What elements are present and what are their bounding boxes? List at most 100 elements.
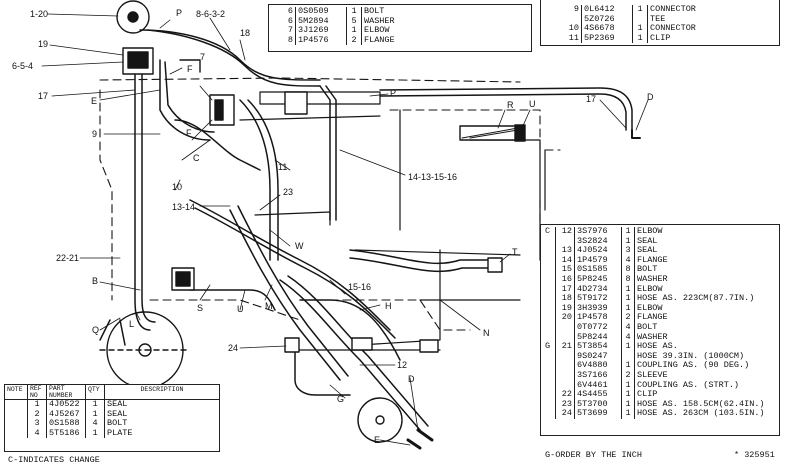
label-e-bottom: E [374, 435, 380, 445]
cell-part: 3H3939 [574, 303, 622, 314]
cell-ref: 2 [27, 409, 47, 420]
cell-ref: 22 [555, 389, 575, 400]
hose-assembly-r [459, 124, 526, 142]
cell-ref [555, 332, 575, 343]
label-14-13-15-16: 14-13-15-16 [408, 172, 457, 182]
cell-qty: 2 [621, 313, 635, 323]
cell-ref: 15 [555, 265, 575, 275]
parts-table-bottom-left: NOTE REF NO PART NUMBER QTY DESCRIPTION … [4, 384, 220, 452]
cell-ref: 1 [27, 399, 47, 410]
cell-desc: SLEEVE [637, 369, 668, 380]
cell-part: 3S7976 [574, 226, 622, 237]
elbow-bottom [351, 337, 373, 351]
cell-note [5, 399, 28, 410]
cell-part: 1P4579 [574, 255, 622, 266]
label-10: 10 [172, 182, 182, 192]
drawing-number: * 325951 [734, 450, 775, 460]
label-22-21: 22-21 [56, 253, 79, 263]
label-s: S [197, 303, 203, 313]
cell-qty: 1 [85, 428, 105, 439]
cell-note [543, 351, 556, 362]
label-u: U [529, 99, 536, 109]
label-t: T [512, 247, 518, 257]
cell-qty: 8 [621, 274, 635, 285]
label-24: 24 [228, 343, 238, 353]
cell-qty: 1 [346, 6, 362, 17]
cell-ref: 17 [555, 284, 575, 295]
cell-part: 6V4461 [574, 380, 622, 391]
cell-part: 0S1585 [574, 265, 622, 275]
label-17-right: 17 [586, 94, 596, 104]
cell-desc: BOLT [364, 6, 385, 16]
cell-note [543, 246, 556, 256]
cell-part: 0L6412 [581, 4, 633, 15]
cell-note: C [543, 226, 556, 237]
cell-ref [555, 236, 575, 247]
label-1-20: 1-20 [30, 9, 48, 19]
cell-desc: COUPLING AS. (90 DEG.) [637, 360, 750, 371]
label-13-14: 13-14 [172, 202, 195, 212]
cell-desc: SEAL [637, 245, 658, 256]
pump-circle-top [116, 0, 150, 34]
cell-desc: HOSE AS. 158.5CM(62.4IN.) [637, 398, 765, 409]
cell-ref: 9 [559, 4, 582, 15]
cell-qty: 4 [621, 255, 635, 266]
cell-ref: 11 [559, 33, 582, 44]
cell-ref: 4 [27, 428, 47, 439]
cell-qty: 1 [621, 226, 635, 237]
cell-part: 4J0522 [46, 399, 86, 410]
cell-ref: 21 [555, 342, 575, 352]
cell-part: 3S7166 [574, 370, 622, 381]
cell-part: 6V4880 [574, 361, 622, 371]
cell-qty: 1 [621, 303, 635, 314]
label-r: R [507, 100, 514, 110]
cell-ref [555, 351, 575, 362]
cell-ref: 13 [555, 246, 575, 256]
cell-note [543, 390, 556, 400]
cell-qty: 5 [346, 16, 362, 27]
leader-lines [41, 13, 649, 446]
cell-ref: 18 [555, 294, 575, 304]
callout-labels: 1-20 P 8-6-3-2 18 19 6-5-4 F 17 E 7 P R … [12, 8, 654, 445]
label-n: N [483, 328, 490, 338]
cell-note [543, 322, 556, 333]
change-note: C-INDICATES CHANGE [8, 455, 100, 465]
cell-desc: ELBOW [364, 25, 390, 36]
cell-qty: 1 [621, 284, 635, 295]
cell-qty: 1 [621, 389, 635, 400]
cell-desc: BOLT [637, 321, 658, 332]
cell-qty: 1 [346, 26, 362, 36]
cell-ref: 7 [273, 26, 296, 36]
cell-qty: 1 [621, 409, 635, 419]
cell-part: 5P8244 [574, 332, 622, 343]
cell-desc: WASHER [364, 15, 395, 26]
cell-desc: SEAL [637, 235, 658, 246]
cell-ref [559, 14, 582, 25]
cell-desc: BOLT [637, 264, 658, 275]
cell-ref: 14 [555, 255, 575, 266]
label-g: G [337, 394, 344, 404]
cell-desc: CONNECTOR [650, 23, 696, 34]
cell-part: 5T3700 [574, 399, 622, 410]
cell-ref: 12 [555, 226, 575, 237]
label-f-top: F [187, 64, 193, 74]
cell-note [543, 236, 556, 247]
label-23: 23 [283, 187, 293, 197]
cell-ref [555, 361, 575, 371]
cell-part: 4S6678 [581, 24, 633, 34]
cell-part: 5T3699 [574, 409, 622, 419]
label-7: 7 [200, 52, 205, 62]
cell-desc: HOSE AS. 263CM (103.5IN.) [637, 408, 765, 419]
